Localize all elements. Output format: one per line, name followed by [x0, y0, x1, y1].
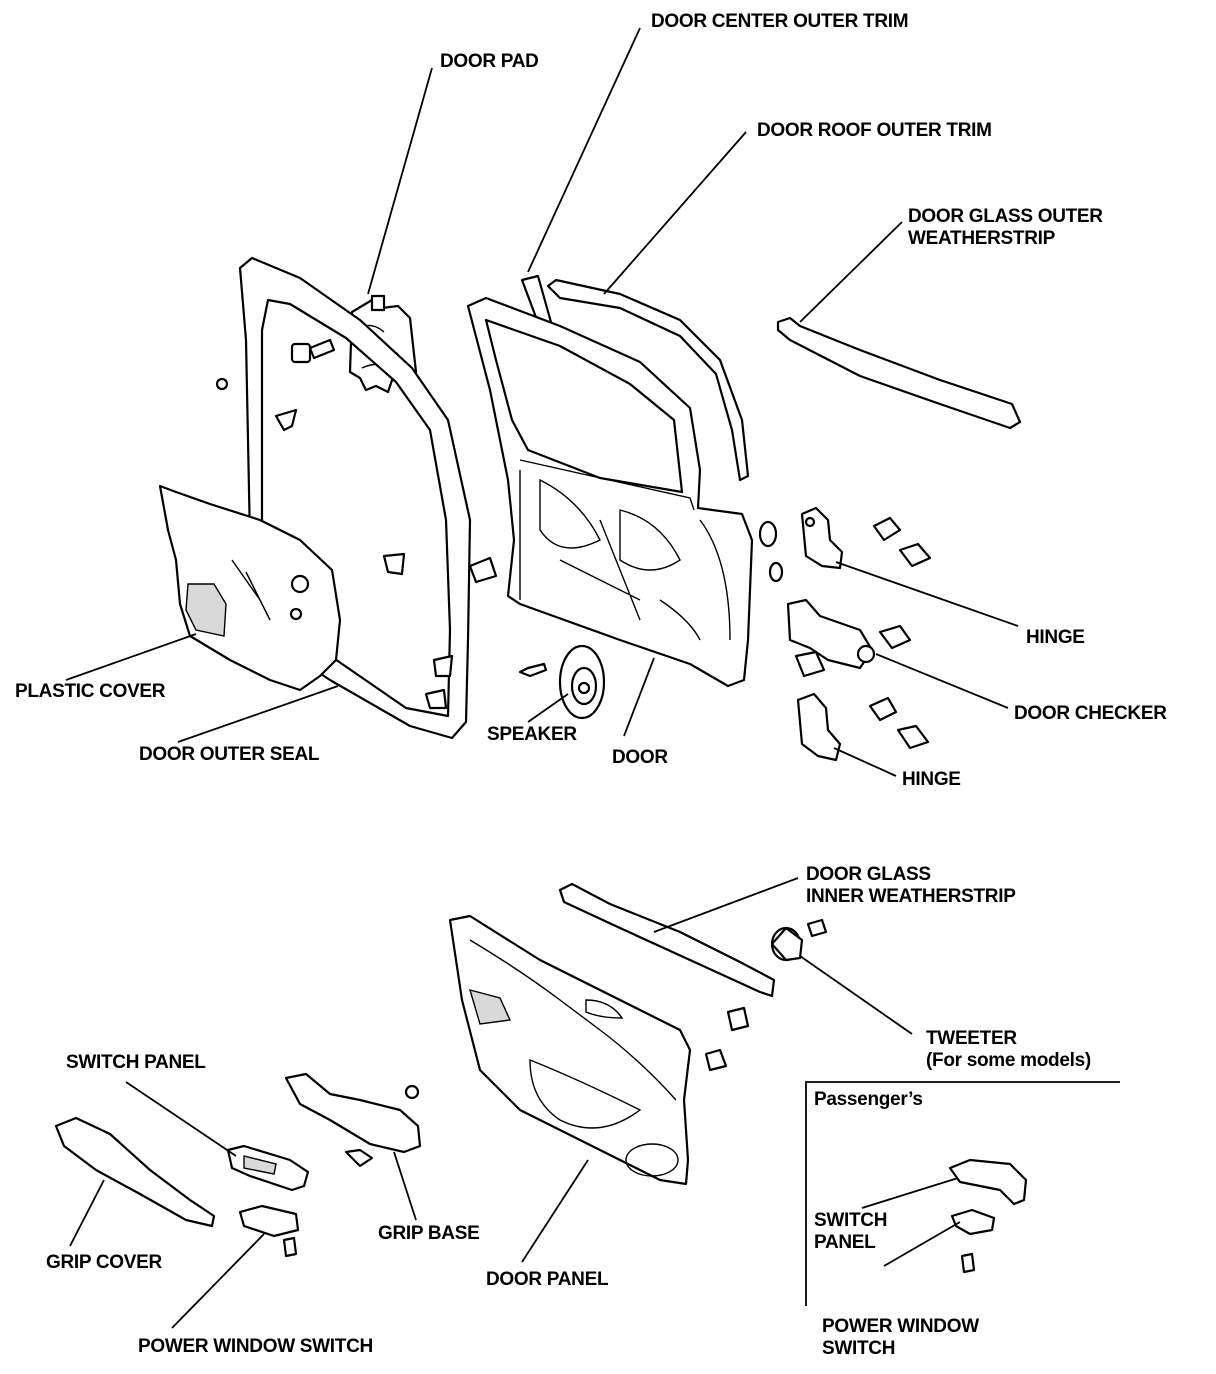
label-door-glass-inner-weatherstrip: DOOR GLASS INNER WEATHERSTRIP [806, 864, 1016, 907]
bolt-icon [468, 520, 784, 584]
door-roof-outer-trim [546, 278, 750, 482]
screw-icon [518, 662, 548, 678]
passengers-switch-panel [948, 1158, 1028, 1206]
label-switch-panel: SWITCH PANEL [66, 1052, 206, 1073]
label-door-panel: DOOR PANEL [486, 1269, 609, 1290]
plastic-cover [158, 484, 342, 692]
passengers-power-window-switch [950, 1208, 996, 1274]
label-door: DOOR [612, 747, 668, 768]
label-door-pad: DOOR PAD [440, 51, 539, 72]
speaker [558, 644, 606, 720]
hinge-upper [800, 506, 932, 570]
label-passengers-switch-panel: SWITCH PANEL [814, 1210, 888, 1253]
door-outer-seal [215, 256, 472, 740]
bolt-icon [290, 338, 336, 364]
clip-icon [274, 408, 454, 710]
label-hinge-lower: HINGE [902, 769, 961, 790]
passengers-box-border [805, 1081, 1120, 1306]
label-speaker: SPEAKER [487, 724, 577, 745]
label-door-roof-outer-trim: DOOR ROOF OUTER TRIM [757, 120, 992, 141]
label-door-glass-outer-weatherstrip: DOOR GLASS OUTER WEATHERSTRIP [908, 206, 1103, 249]
door-shell [466, 296, 754, 688]
label-power-window-switch: POWER WINDOW SWITCH [138, 1336, 373, 1357]
label-hinge-upper: HINGE [1026, 627, 1085, 648]
label-door-outer-seal: DOOR OUTER SEAL [139, 744, 320, 765]
tweeter [770, 926, 804, 962]
switch-panel [226, 1144, 310, 1192]
power-window-switch [238, 1204, 300, 1258]
label-grip-base: GRIP BASE [378, 1223, 480, 1244]
grip-base [284, 1072, 422, 1168]
door-panel [448, 914, 692, 1186]
label-grip-cover: GRIP COVER [46, 1252, 162, 1273]
screw-icon [806, 918, 828, 938]
clip-icon [704, 1006, 750, 1072]
label-door-center-outer-trim: DOOR CENTER OUTER TRIM [651, 11, 909, 32]
label-tweeter: TWEETER (For some models) [926, 1028, 1091, 1071]
door-glass-inner-weatherstrip [558, 882, 776, 998]
door-checker [786, 598, 912, 678]
door-glass-outer-weatherstrip [776, 316, 1022, 430]
label-plastic-cover: PLASTIC COVER [15, 681, 166, 702]
hinge-lower [796, 692, 930, 762]
label-passengers-title: Passenger’s [814, 1089, 923, 1110]
leader-lines [65, 27, 1019, 1329]
label-passengers-power-window-switch: POWER WINDOW SWITCH [822, 1316, 979, 1359]
grip-cover [54, 1116, 216, 1228]
label-door-checker: DOOR CHECKER [1014, 703, 1167, 724]
